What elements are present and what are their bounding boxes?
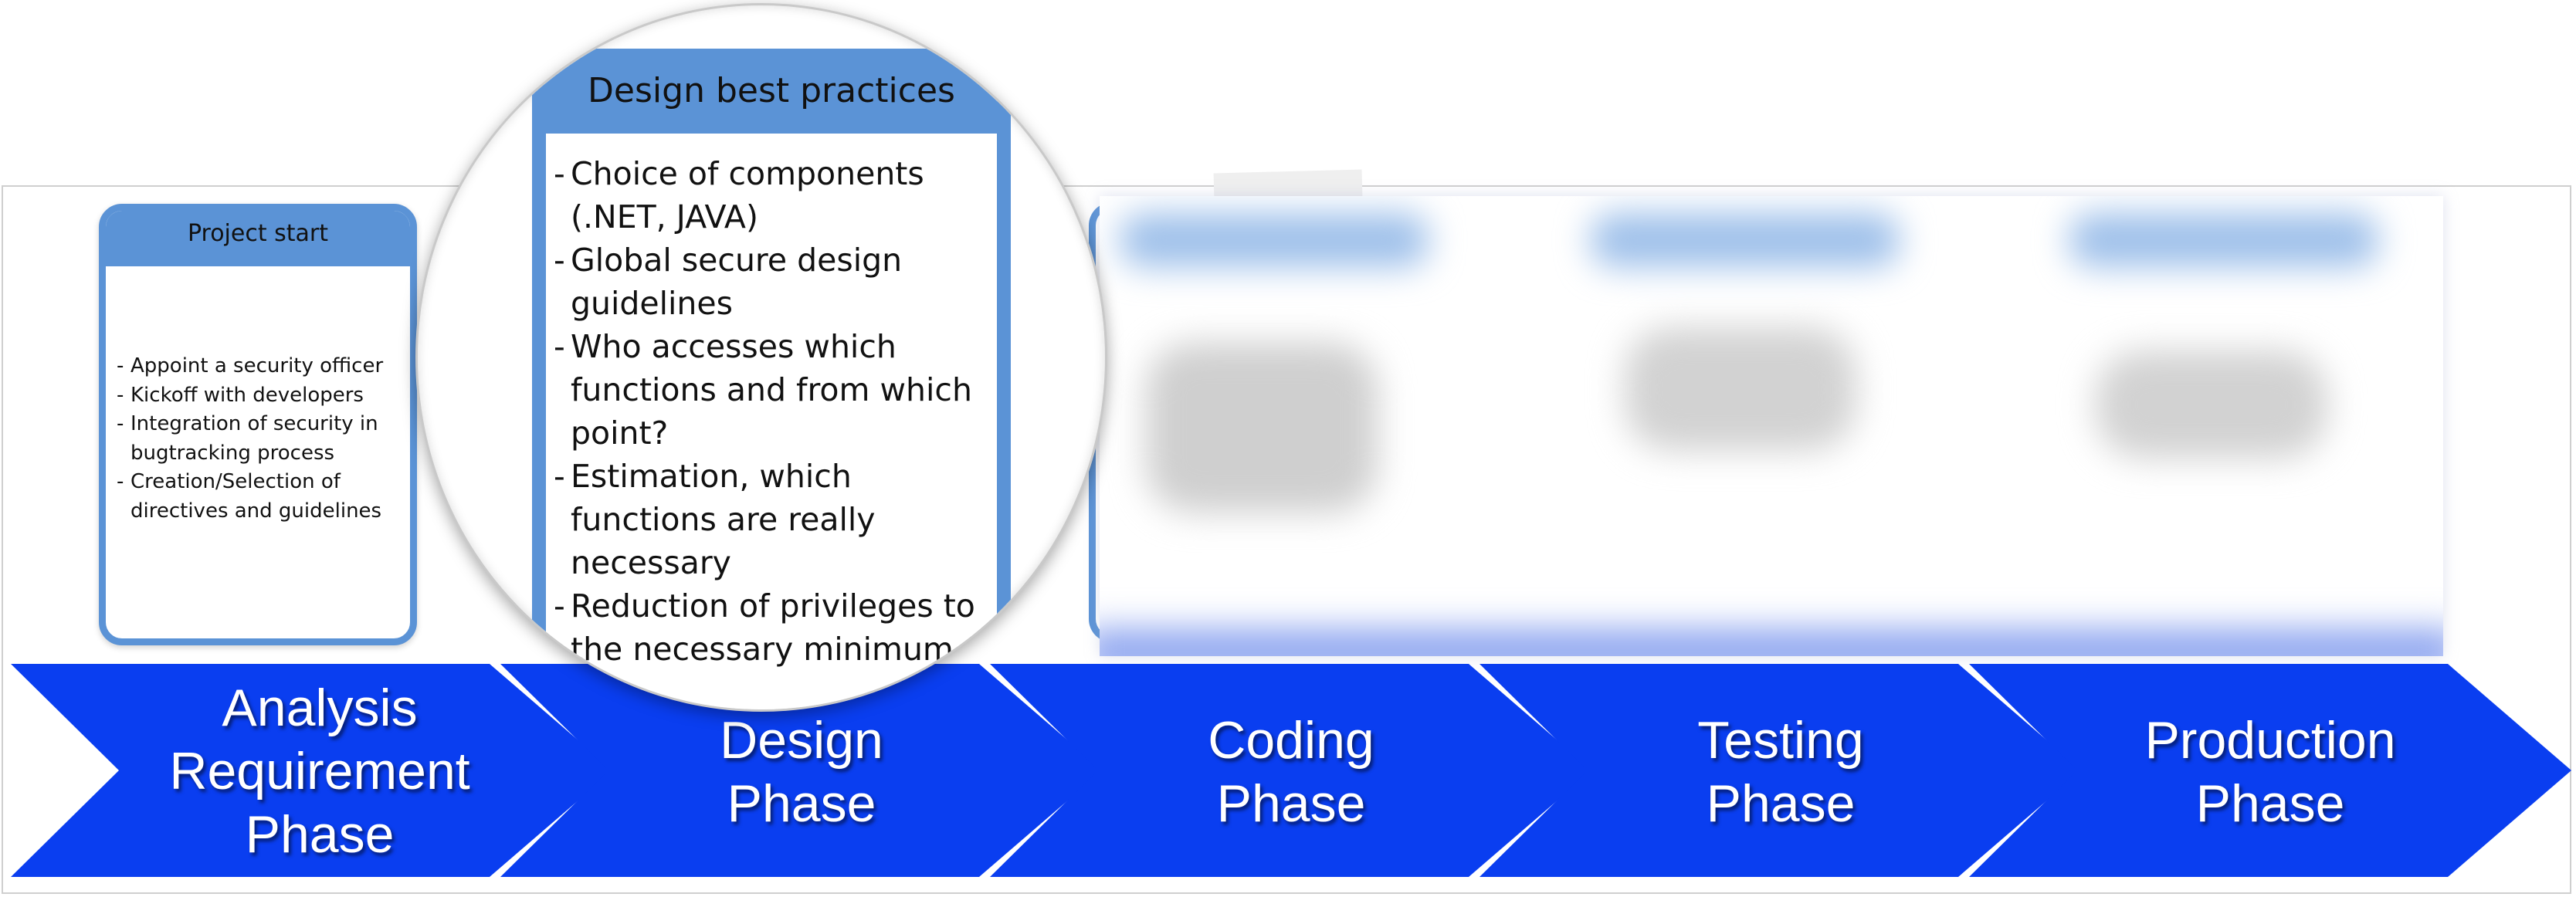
blurred-cards-panel — [1100, 196, 2443, 656]
blurred-card-body — [1625, 327, 1856, 451]
blurred-card-head — [2069, 213, 2378, 267]
phase-label: Analysis Requirement Phase — [169, 679, 470, 864]
blurred-card-head — [1120, 213, 1429, 267]
chevron-shape — [11, 664, 613, 877]
chevron-shape — [1969, 664, 2571, 877]
design-best-practices-title: Design best practices — [532, 49, 1011, 134]
phase-arrow-design: Design Phase — [500, 664, 1103, 877]
chevron-shape — [500, 664, 1103, 877]
list-item: Reduction of privileges to the necessary… — [554, 584, 1002, 671]
blurred-card-body — [1146, 343, 1378, 513]
phase-label: Coding Phase — [1208, 711, 1374, 833]
blurred-card-body — [2096, 350, 2327, 459]
chevron-shape — [990, 664, 1592, 877]
list-item: Appoint a security officer — [117, 352, 404, 381]
phase-label: Design Phase — [720, 711, 883, 833]
blurred-card-head — [1591, 213, 1900, 267]
list-item: Integration of security in bugtracking p… — [117, 410, 404, 468]
list-item: Estimation, which functions are really n… — [554, 455, 1002, 584]
design-best-practices-list: Choice of components (.NET, JAVA) Global… — [554, 152, 1002, 671]
project-start-list: Appoint a security officer Kickoff with … — [117, 352, 404, 526]
phase-label: Production Phase — [2144, 711, 2396, 833]
blurred-card-bottom — [1100, 628, 2443, 656]
project-start-title: Project start — [106, 211, 410, 266]
list-item: Who accesses which functions and from wh… — [554, 325, 1002, 455]
phase-arrow-production: Production Phase — [1969, 664, 2571, 877]
list-item: Kickoff with developers — [117, 381, 404, 411]
list-item: Creation/Selection of directives and gui… — [117, 468, 404, 526]
phase-arrow-coding: Coding Phase — [990, 664, 1592, 877]
phase-arrows: Analysis Requirement Phase Design Phase … — [0, 664, 2576, 880]
list-item: Global secure design guidelines — [554, 239, 1002, 325]
list-item: Choice of components (.NET, JAVA) — [554, 152, 1002, 239]
phase-arrow-testing: Testing Phase — [1480, 664, 2082, 877]
phase-label: Testing Phase — [1697, 711, 1864, 833]
chevron-shape — [1480, 664, 2082, 877]
phase-arrow-analysis: Analysis Requirement Phase — [11, 664, 613, 877]
magnifier-lens: Design best practices Choice of componen… — [415, 3, 1107, 712]
project-start-card: Project start Appoint a security officer… — [99, 204, 417, 645]
